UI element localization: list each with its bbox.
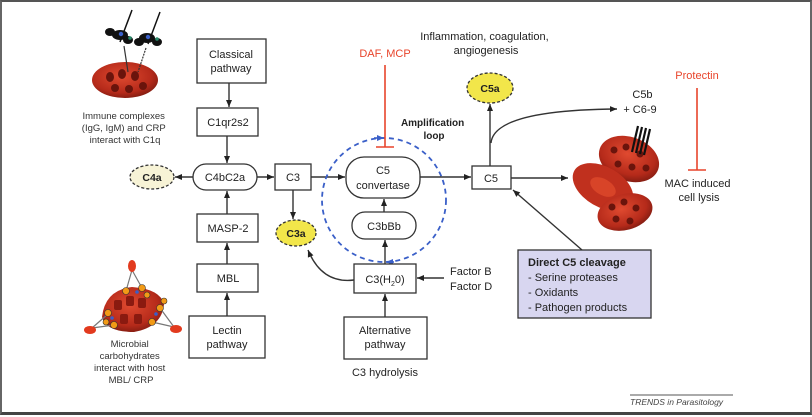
mac-lysis-label: MAC induced cell lysis (664, 178, 733, 204)
svg-text:C4bC2a: C4bC2a (205, 172, 246, 184)
svg-text:C5a: C5a (480, 83, 499, 95)
svg-text:C1qr2s2: C1qr2s2 (207, 117, 249, 129)
node-c3: C3 (274, 163, 312, 191)
node-c4bc2a: C4bC2a (192, 163, 258, 191)
edge-c5-c5b (490, 106, 618, 144)
microbial-mbl-illustration (84, 260, 182, 334)
node-c1qr2s2: C1qr2s2 (196, 107, 259, 137)
node-masp2: MASP-2 (196, 213, 259, 243)
edge-c3h2o-c3a (307, 249, 355, 282)
edge-direct-cleavage-c5 (512, 189, 583, 251)
svg-text:C3: C3 (286, 172, 300, 184)
node-c3h2o: C3(H20) (353, 263, 417, 294)
svg-text:C3bBb: C3bBb (367, 221, 401, 233)
c5b-c6-9-label: C5b + C6-9 (623, 89, 656, 116)
red-blood-cells-mac-illustration (572, 125, 660, 231)
node-c3a: C3a (275, 219, 317, 247)
svg-text:C5: C5 (484, 173, 498, 185)
daf-mcp-label: DAF, MCP (359, 48, 410, 60)
microbial-caption: Microbial carbohydrates interact with ho… (94, 339, 168, 386)
c3-hydrolysis-label: C3 hydrolysis (352, 367, 419, 379)
immune-complex-caption: Immune complexes (IgG, IgM) and CRP inte… (82, 111, 168, 146)
complement-pathway-diagram: Immune complexes (IgG, IgM) and CRP inte… (82, 9, 733, 407)
node-c5: C5 (471, 165, 512, 190)
svg-text:C3(H20): C3(H20) (365, 274, 404, 288)
node-c4a: C4a (129, 164, 175, 190)
svg-text:C4a: C4a (142, 172, 161, 184)
svg-text:- Serine proteases - Oxi: - Serine proteases - Oxidants - Pathogen… (528, 272, 628, 314)
svg-text:MASP-2: MASP-2 (208, 223, 249, 235)
svg-text:Direct C5 cleavage: Direct C5 cleavage (528, 257, 626, 269)
direct-c5-cleavage-box: Direct C5 cleavage - Serine proteases - … (517, 249, 652, 319)
svg-text:C3a: C3a (286, 228, 305, 240)
node-mbl: MBL (196, 263, 259, 293)
node-c5a: C5a (466, 72, 514, 104)
factor-b-d-label: Factor B Factor D (450, 266, 495, 293)
amplification-loop-label: Amplification loop (401, 118, 467, 142)
immune-complex-illustration (92, 9, 162, 98)
svg-text:MBL: MBL (217, 273, 240, 285)
inflammation-label: Inflammation, coagulation, angiogenesis (420, 31, 551, 57)
protectin-label: Protectin (675, 70, 718, 82)
source-credit: TRENDS in Parasitology (630, 397, 724, 407)
node-c3bbb: C3bBb (351, 211, 417, 240)
